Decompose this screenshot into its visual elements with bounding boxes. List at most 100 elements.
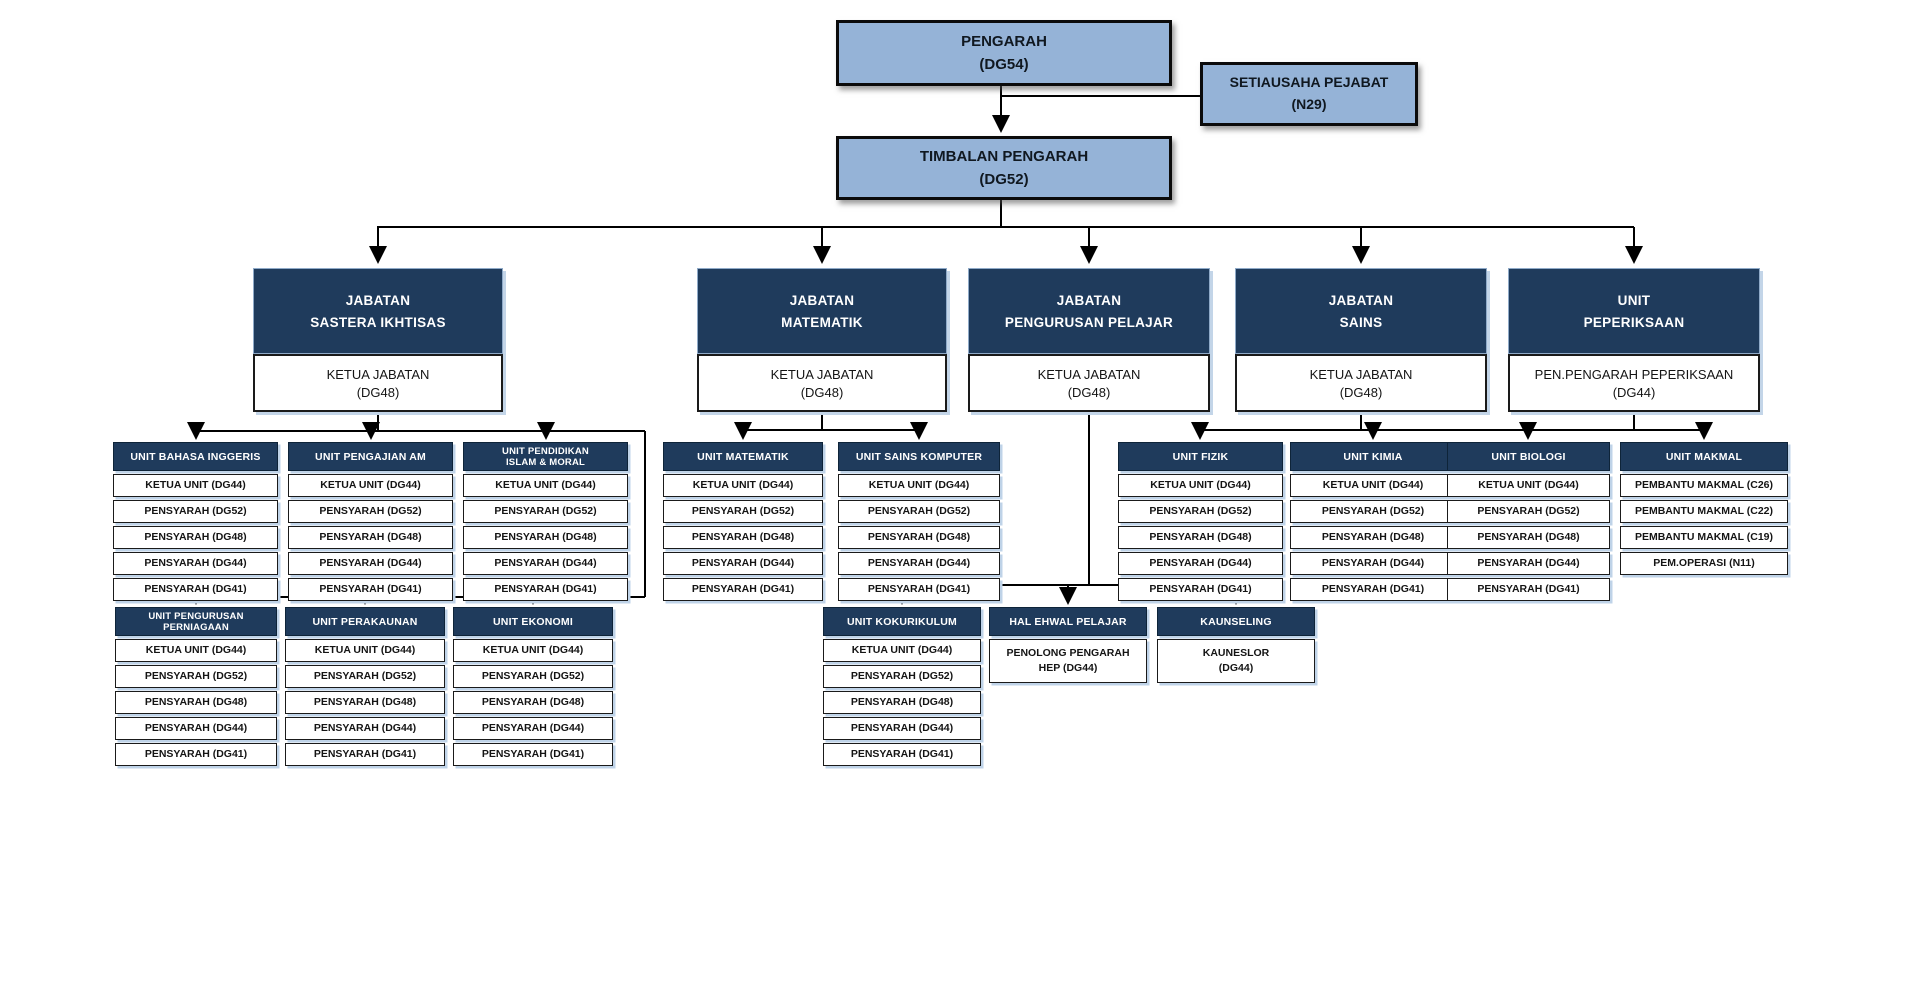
role-cell: PENSYARAH (DG52) [285,665,445,688]
role-cell: PENSYARAH (DG48) [463,526,628,549]
role-cell: PENSYARAH (DG41) [453,743,613,766]
dept-name-line2: MATEMATIK [781,314,863,330]
unit-header: UNIT PENGAJIAN AM [288,442,453,471]
dept-sains-header: JABATAN SAINS [1235,268,1487,354]
dept-sastera-head-role: KETUA JABATAN (DG48) [253,354,503,412]
dept-name-line2: PEPERIKSAAN [1583,314,1685,330]
head-role-line2: (DG48) [356,384,400,400]
unit-header: UNIT EKONOMI [453,607,613,636]
role-cell: PENSYARAH (DG41) [1118,578,1283,601]
unit-header: UNIT PENGURUSAN PERNIAGAAN [115,607,277,636]
unit-header: UNIT MATEMATIK [663,442,823,471]
unit-header: UNIT MAKMAL [1620,442,1788,471]
pengarah-box: PENGARAH (DG54) [836,20,1172,86]
role-cell: PENSYARAH (DG48) [285,691,445,714]
role-cell: PENSYARAH (DG44) [113,552,278,575]
unit-makmal: UNIT MAKMAL PEMBANTU MAKMAL (C26) PEMBAN… [1620,442,1788,575]
head-role-line1: PEN.PENGARAH PEPERIKSAAN [1534,366,1734,382]
unit-matematik: UNIT MATEMATIK KETUA UNIT (DG44) PENSYAR… [663,442,823,601]
unit-header-line1: UNIT PENGURUSAN [148,610,244,622]
dept-peperiksaan: UNIT PEPERIKSAAN PEN.PENGARAH PEPERIKSAA… [1508,268,1760,412]
role-line2: (DG44) [1218,662,1254,674]
pengarah-title: PENGARAH [961,32,1047,50]
dept-name-line2: SAINS [1339,314,1383,330]
head-role-line2: (DG44) [1612,384,1656,400]
role-cell: PENSYARAH (DG48) [663,526,823,549]
role-cell: PENSYARAH (DG41) [115,743,277,766]
dept-peperiksaan-header: UNIT PEPERIKSAAN [1508,268,1760,354]
unit-header: UNIT PENDIDIKAN ISLAM & MORAL [463,442,628,471]
role-cell: PENSYARAH (DG48) [1118,526,1283,549]
role-cell: PENSYARAH (DG41) [663,578,823,601]
dept-sains-head-role: KETUA JABATAN (DG48) [1235,354,1487,412]
role-cell: PENSYARAH (DG48) [823,691,981,714]
role-cell: KETUA UNIT (DG44) [1118,474,1283,497]
head-role-line1: KETUA JABATAN [1037,366,1141,382]
unit-kokurikulum: UNIT KOKURIKULUM KETUA UNIT (DG44) PENSY… [823,607,981,766]
pengarah-grade: (DG54) [979,56,1029,73]
role-cell: PENOLONG PENGARAH HEP (DG44) [989,639,1147,683]
role-cell: PENSYARAH (DG48) [1290,526,1456,549]
role-cell: PEM.OPERASI (N11) [1620,552,1788,575]
unit-header: UNIT KOKURIKULUM [823,607,981,636]
unit-header: HAL EHWAL PELAJAR [989,607,1147,636]
role-cell: PENSYARAH (DG41) [285,743,445,766]
role-cell: KETUA UNIT (DG44) [115,639,277,662]
role-cell: PEMBANTU MAKMAL (C19) [1620,526,1788,549]
unit-pengurusan-perniagaan: UNIT PENGURUSAN PERNIAGAAN KETUA UNIT (D… [115,607,277,766]
timbalan-pengarah-box: TIMBALAN PENGARAH (DG52) [836,136,1172,200]
role-cell: PENSYARAH (DG41) [463,578,628,601]
dept-name-line2: PENGURUSAN PELAJAR [1004,314,1174,330]
dept-matematik-head-role: KETUA JABATAN (DG48) [697,354,947,412]
role-line2: HEP (DG44) [1038,662,1098,674]
role-cell: PENSYARAH (DG52) [1290,500,1456,523]
unit-pendidikan-islam-moral: UNIT PENDIDIKAN ISLAM & MORAL KETUA UNIT… [463,442,628,601]
role-cell: PENSYARAH (DG44) [663,552,823,575]
role-cell: KETUA UNIT (DG44) [113,474,278,497]
role-cell: PENSYARAH (DG48) [113,526,278,549]
dept-sastera-ikhtisas: JABATAN SASTERA IKHTISAS KETUA JABATAN (… [253,268,503,412]
role-cell: PENSYARAH (DG44) [453,717,613,740]
role-cell: KETUA UNIT (DG44) [463,474,628,497]
role-cell: PENSYARAH (DG44) [838,552,1000,575]
role-cell: PENSYARAH (DG48) [453,691,613,714]
role-cell: PENSYARAH (DG44) [115,717,277,740]
role-cell: KAUNESLOR (DG44) [1157,639,1315,683]
role-cell: PENSYARAH (DG52) [288,500,453,523]
setiausaha-pejabat-box: SETIAUSAHA PEJABAT (N29) [1200,62,1418,126]
role-line1: PENOLONG PENGARAH [1006,647,1130,659]
role-cell: PENSYARAH (DG41) [1290,578,1456,601]
unit-sains-komputer: UNIT SAINS KOMPUTER KETUA UNIT (DG44) PE… [838,442,1000,601]
role-cell: PENSYARAH (DG44) [288,552,453,575]
dept-name-line1: JABATAN [1328,292,1394,308]
role-cell: PENSYARAH (DG41) [838,578,1000,601]
setiausaha-grade: (N29) [1291,96,1327,112]
role-cell: PENSYARAH (DG52) [823,665,981,688]
dept-sains: JABATAN SAINS KETUA JABATAN (DG48) [1235,268,1487,412]
role-cell: PENSYARAH (DG44) [1118,552,1283,575]
dept-peperiksaan-head-role: PEN.PENGARAH PEPERIKSAAN (DG44) [1508,354,1760,412]
head-role-line2: (DG48) [800,384,844,400]
role-cell: KETUA UNIT (DG44) [823,639,981,662]
role-cell: PENSYARAH (DG44) [1447,552,1610,575]
dept-pelajar-head-role: KETUA JABATAN (DG48) [968,354,1210,412]
unit-kaunseling: KAUNSELING KAUNESLOR (DG44) [1157,607,1315,683]
role-cell: KETUA UNIT (DG44) [663,474,823,497]
setiausaha-title: SETIAUSAHA PEJABAT [1229,74,1389,91]
role-cell: KETUA UNIT (DG44) [285,639,445,662]
role-cell: PENSYARAH (DG44) [1290,552,1456,575]
role-cell: PENSYARAH (DG52) [1447,500,1610,523]
role-cell: PENSYARAH (DG52) [453,665,613,688]
role-cell: PENSYARAH (DG48) [288,526,453,549]
dept-matematik: JABATAN MATEMATIK KETUA JABATAN (DG48) [697,268,947,412]
timbalan-title: TIMBALAN PENGARAH [919,147,1089,165]
timbalan-grade: (DG52) [979,171,1029,188]
unit-header-line1: UNIT PENDIDIKAN [502,445,589,457]
role-cell: KETUA UNIT (DG44) [1290,474,1456,497]
role-cell: PENSYARAH (DG48) [838,526,1000,549]
role-cell: KETUA UNIT (DG44) [453,639,613,662]
role-cell: PENSYARAH (DG48) [1447,526,1610,549]
dept-name-line2: SASTERA IKHTISAS [310,314,446,330]
head-role-line2: (DG48) [1339,384,1383,400]
role-cell: PENSYARAH (DG41) [288,578,453,601]
